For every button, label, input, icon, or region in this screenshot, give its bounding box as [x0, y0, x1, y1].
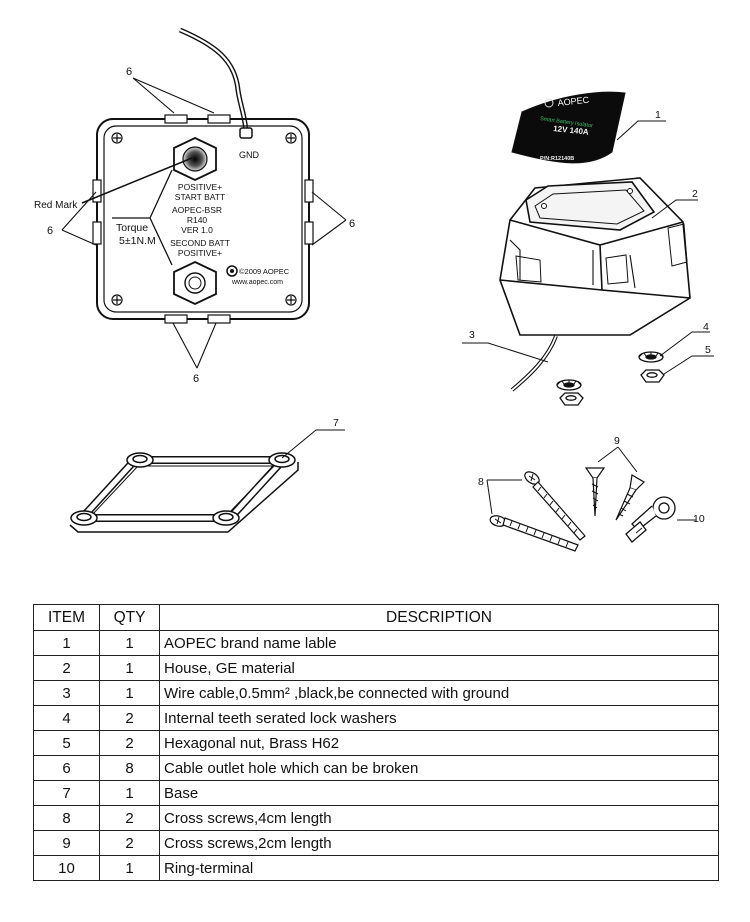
callout-10: 10 — [693, 513, 705, 525]
cell-qty: 1 — [99, 630, 160, 656]
cell-item: 3 — [33, 680, 100, 706]
table-row: 1 1 AOPEC brand name lable — [33, 630, 719, 656]
callout-2: 2 — [692, 188, 698, 200]
cell-qty: 2 — [99, 705, 160, 731]
cell-qty: 1 — [99, 855, 160, 881]
cell-item: 2 — [33, 655, 100, 681]
table-row: 6 8 Cable outlet hole which can be broke… — [33, 755, 719, 781]
cell-item: 4 — [33, 705, 100, 731]
cell-qty: 2 — [99, 805, 160, 831]
cell-qty: 1 — [99, 655, 160, 681]
callout-9: 9 — [614, 435, 620, 447]
second-batt-label-1: SECOND BATT — [170, 238, 230, 248]
parts-list-table: ITEM QTY DESCRIPTION 1 1 AOPEC brand nam… — [33, 604, 719, 881]
callout-7: 7 — [333, 417, 339, 429]
housing-outline — [96, 118, 310, 320]
brand-label-sticker — [511, 91, 626, 164]
cell-qty: 2 — [99, 830, 160, 856]
table-row: 9 2 Cross screws,2cm length — [33, 830, 719, 856]
ground-wire-3d — [510, 335, 558, 392]
header-item: ITEM — [33, 604, 100, 631]
torque-label: Torque — [116, 222, 148, 234]
table-row: 2 1 House, GE material — [33, 655, 719, 681]
base-frame — [69, 452, 299, 533]
cell-description: Internal teeth serated lock washers — [159, 705, 719, 731]
cell-description: AOPEC brand name lable — [159, 630, 719, 656]
cell-item: 10 — [33, 855, 100, 881]
callout-4: 4 — [703, 321, 709, 333]
cell-description: Base — [159, 780, 719, 806]
cell-item: 7 — [33, 780, 100, 806]
washers-and-nuts — [556, 351, 665, 406]
callout-6-left: 6 — [47, 225, 53, 237]
cell-qty: 2 — [99, 730, 160, 756]
cell-qty: 1 — [99, 680, 160, 706]
torque-bracket — [112, 169, 173, 266]
callout-6-bottom: 6 — [193, 373, 199, 385]
table-row: 8 2 Cross screws,4cm length — [33, 805, 719, 831]
model-label-3: VER 1.0 — [181, 225, 213, 235]
cell-description: Hexagonal nut, Brass H62 — [159, 730, 719, 756]
url-label: www.aopec.com — [231, 279, 283, 286]
callout-8: 8 — [478, 476, 484, 488]
table-row: 4 2 Internal teeth serated lock washers — [33, 705, 719, 731]
callout-6-right: 6 — [349, 218, 355, 230]
cell-description: Cross screws,4cm length — [159, 805, 719, 831]
cell-qty: 1 — [99, 780, 160, 806]
housing-3d — [499, 177, 691, 336]
gnd-label: GND — [239, 150, 260, 160]
red-mark-label: Red Mark — [34, 200, 78, 211]
cell-qty: 8 — [99, 755, 160, 781]
sticker-brand: AOPEC — [557, 95, 590, 108]
second-batt-label-2: POSITIVE+ — [178, 248, 222, 258]
sticker-part-number: P/N:R12140B — [540, 156, 574, 162]
table-row: 7 1 Base — [33, 780, 719, 806]
start-batt-label-2: START BATT — [175, 192, 225, 202]
cell-description: Cross screws,2cm length — [159, 830, 719, 856]
callout-3: 3 — [469, 329, 475, 341]
cell-description: House, GE material — [159, 655, 719, 681]
callout-6-lines — [61, 77, 347, 369]
ring-terminal — [625, 496, 676, 543]
cell-item: 1 — [33, 630, 100, 656]
callout-1: 1 — [655, 109, 661, 121]
table-header-row: ITEM QTY DESCRIPTION — [33, 604, 719, 631]
cell-description: Cable outlet hole which can be broken — [159, 755, 719, 781]
model-label-2: R140 — [187, 215, 208, 225]
header-description: DESCRIPTION — [159, 604, 719, 631]
cell-item: 8 — [33, 805, 100, 831]
copyright-label: ©2009 AOPEC — [239, 267, 290, 276]
table-row: 3 1 Wire cable,0.5mm² ,black,be connecte… — [33, 680, 719, 706]
top-view-panel — [81, 27, 314, 324]
cell-description: Wire cable,0.5mm² ,black,be connected wi… — [159, 680, 719, 706]
cell-item: 5 — [33, 730, 100, 756]
sticker-rating: 12V 140A — [553, 124, 590, 137]
cell-description: Ring-terminal — [159, 855, 719, 881]
model-label-1: AOPEC-BSR — [172, 205, 222, 215]
cell-item: 9 — [33, 830, 100, 856]
header-qty: QTY — [99, 604, 160, 631]
callout-5: 5 — [705, 344, 711, 356]
screws — [489, 467, 645, 552]
exploded-assembly-drawing: GND Red Mark POSITIVE+ START BATT AOPEC-… — [34, 27, 714, 552]
table-row: 5 2 Hexagonal nut, Brass H62 — [33, 730, 719, 756]
callout-6-top: 6 — [126, 66, 132, 78]
cell-item: 6 — [33, 755, 100, 781]
torque-value: 5±1N.M — [119, 235, 156, 247]
start-batt-label-1: POSITIVE+ — [178, 182, 222, 192]
table-row: 10 1 Ring-terminal — [33, 855, 719, 881]
